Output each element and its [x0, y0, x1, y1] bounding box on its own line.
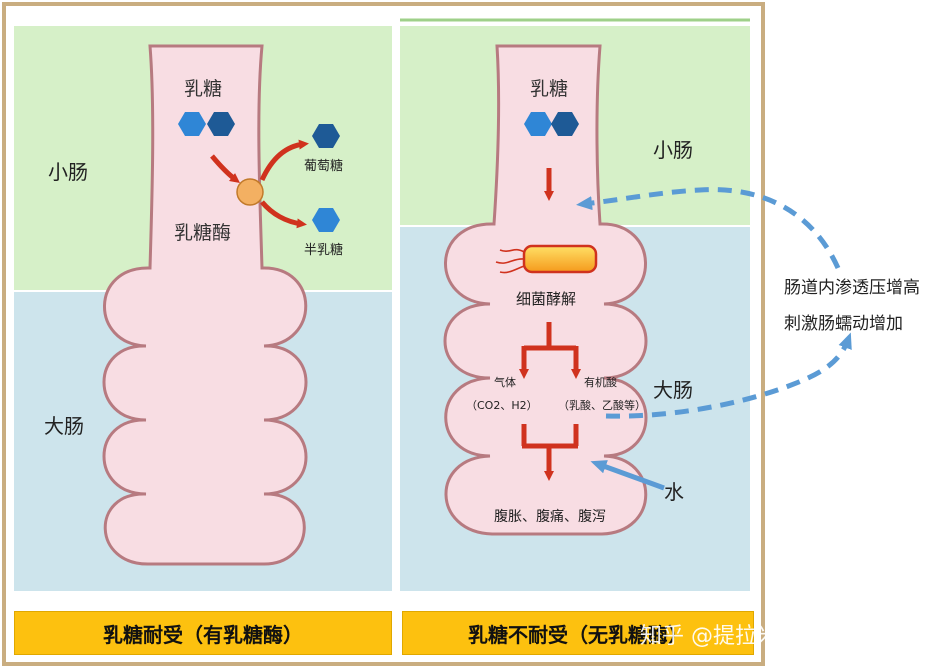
lactose-hexagon-light	[178, 112, 206, 136]
left-lactose-label: 乳糖	[184, 78, 223, 100]
lactase-enzyme	[236, 178, 264, 206]
watermark: 知乎 @提拉米TLAMEE	[640, 624, 868, 649]
right-intestine	[443, 44, 648, 536]
symptoms-label: 腹胀、腹痛、腹泻	[494, 509, 606, 525]
right-large-intestine-label: 大肠	[653, 378, 693, 402]
dashed-arrow-to-large-intestine	[605, 332, 852, 419]
fermentation-label: 细菌酵解	[516, 290, 577, 308]
water-arrow	[590, 460, 665, 491]
lactose-tolerant-caption: 乳糖耐受（有乳糖酶）	[14, 611, 392, 655]
osmotic-pressure-note: 肠道内渗透压增高	[784, 278, 920, 298]
lactose-intolerant-caption: 乳糖不耐受（无乳糖酶）	[402, 611, 754, 655]
glucose-hexagon	[312, 124, 340, 148]
bacterium-icon	[495, 244, 598, 274]
lactase-label: 乳糖酶	[174, 222, 232, 244]
arrow-to-galactose	[260, 200, 307, 229]
right-lactose-label: 乳糖	[530, 78, 569, 100]
fermentation-branch-arrows	[519, 322, 581, 481]
lactose-hexagon-dark	[207, 112, 235, 136]
left-intestine	[102, 44, 308, 566]
gas-label: 气体	[494, 376, 516, 389]
right-small-intestine-label: 小肠	[653, 138, 693, 162]
acid-label: 有机酸	[584, 376, 617, 389]
arrow-to-enzyme	[210, 154, 240, 184]
glucose-label: 葡萄糖	[304, 159, 344, 174]
water-label: 水	[664, 480, 684, 504]
left-small-intestine-label: 小肠	[48, 160, 88, 184]
dashed-arrow-to-small-intestine	[576, 187, 841, 270]
acid-detail-label: （乳酸、乙酸等）	[558, 399, 646, 412]
peristalsis-note: 刺激肠蠕动增加	[784, 314, 903, 334]
galactose-hexagon	[312, 208, 340, 232]
right-lactose-hexagon-dark	[551, 112, 579, 136]
left-large-intestine-label: 大肠	[44, 414, 84, 438]
right-lactose-hexagon-light	[524, 112, 552, 136]
galactose-label: 半乳糖	[304, 243, 344, 258]
gas-detail-label: （CO2、H2）	[466, 399, 538, 412]
arrow-to-glucose	[259, 139, 309, 182]
